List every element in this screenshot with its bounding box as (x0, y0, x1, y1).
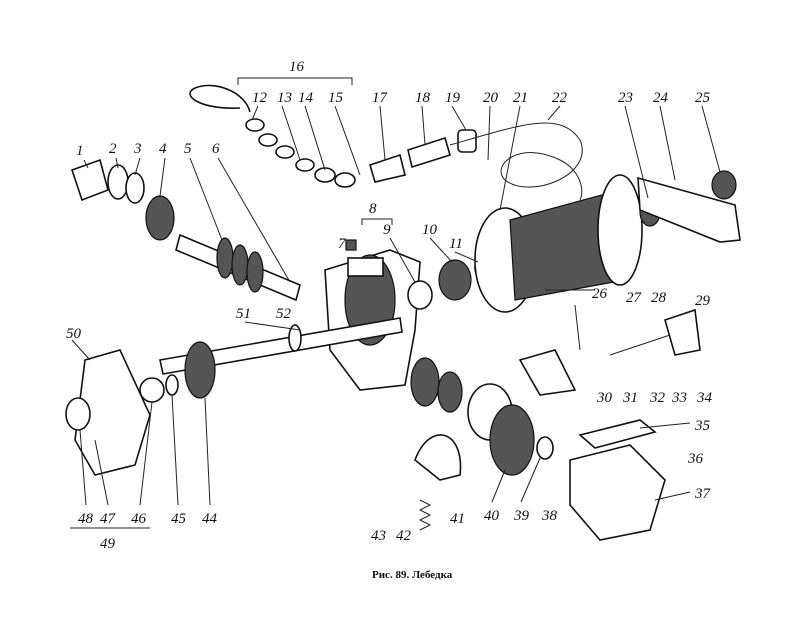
part-drawings (65, 84, 741, 541)
part-label-9: 9 (383, 222, 391, 238)
part-label-26: 26 (592, 286, 608, 302)
part-label-37: 37 (694, 486, 712, 502)
part-label-7: 7 (338, 236, 347, 252)
drum-flange-right (597, 174, 643, 286)
part-label-14: 14 (298, 90, 314, 106)
part-label-25: 25 (695, 90, 711, 106)
part-label-28: 28 (651, 290, 667, 306)
gear-44 (184, 341, 216, 399)
spring-41 (418, 499, 432, 531)
bearing-4 (145, 195, 175, 241)
bracket-24 (637, 176, 741, 243)
plate-35 (578, 419, 657, 449)
part-label-41: 41 (450, 511, 465, 527)
part-label-27: 27 (626, 290, 643, 306)
gasket-2 (107, 164, 129, 200)
part-label-2: 2 (109, 141, 117, 157)
part-label-40: 40 (484, 508, 500, 524)
part-label-52: 52 (276, 306, 292, 322)
part-label-11: 11 (449, 236, 463, 252)
part-label-39: 39 (513, 508, 530, 524)
part-label-30: 30 (596, 390, 613, 406)
bushing-46 (139, 377, 165, 403)
clamp-19 (457, 129, 477, 153)
lever-31 (518, 349, 577, 396)
part-label-4: 4 (159, 141, 167, 157)
part-label-1: 1 (76, 143, 84, 159)
part-label-29: 29 (695, 293, 711, 309)
worm-thread (216, 237, 264, 293)
part-label-10: 10 (422, 222, 438, 238)
leader-lines (71, 105, 721, 506)
part-label-47: 47 (100, 511, 117, 527)
part-label-20: 20 (483, 90, 499, 106)
brake-housing-37 (569, 444, 666, 541)
part-label-19: 19 (445, 90, 461, 106)
part-label-22: 22 (552, 90, 568, 106)
part-label-48: 48 (78, 511, 94, 527)
part-label-32: 32 (649, 390, 666, 406)
cap-48 (65, 397, 91, 431)
figure-caption: Рис. 89. Лебедка (372, 569, 453, 581)
seal-3 (125, 172, 145, 204)
part-label-6: 6 (212, 141, 220, 157)
part-label-43: 43 (371, 528, 386, 544)
disk-39 (536, 436, 554, 460)
bracket-34 (664, 308, 701, 356)
part-label-36: 36 (687, 451, 704, 467)
part-label-5: 5 (184, 141, 192, 157)
part-label-50: 50 (66, 326, 82, 342)
shaft-51 (159, 317, 403, 375)
brake-band-43 (414, 434, 462, 481)
spring-28 (609, 334, 671, 356)
part-label-23: 23 (618, 90, 633, 106)
part-label-45: 45 (171, 511, 187, 527)
part-label-46: 46 (131, 511, 147, 527)
part-label-44: 44 (202, 511, 218, 527)
part-label-12: 12 (252, 90, 268, 106)
hook (189, 84, 251, 113)
bearing-10 (438, 259, 472, 301)
part-label-8: 8 (369, 201, 377, 217)
part-label-17: 17 (372, 90, 389, 106)
spring-18 (407, 136, 451, 169)
cover-50 (74, 349, 151, 476)
part-label-16: 16 (289, 59, 305, 75)
part-label-38: 38 (541, 508, 558, 524)
part-label-49: 49 (100, 536, 116, 552)
ring-52 (288, 324, 302, 352)
part-label-42: 42 (396, 528, 412, 544)
part-label-21: 21 (513, 90, 528, 106)
brake-drum-40 (489, 404, 535, 476)
wire-rope (449, 122, 583, 201)
group-brackets (70, 77, 393, 529)
rope-thimble (369, 153, 406, 183)
bearing (410, 357, 440, 407)
washer-45 (165, 374, 179, 396)
part-label-51: 51 (236, 306, 251, 322)
part-label-13: 13 (277, 90, 292, 106)
part-label-33: 33 (671, 390, 687, 406)
bushing-9 (407, 280, 433, 310)
part-label-35: 35 (694, 418, 711, 434)
part-label-24: 24 (653, 90, 669, 106)
cover-1 (70, 158, 109, 202)
bolt-27 (574, 304, 581, 351)
plug-7 (345, 239, 357, 251)
part-label-31: 31 (622, 390, 638, 406)
part-label-3: 3 (133, 141, 142, 157)
part-label-34: 34 (696, 390, 713, 406)
part-label-15: 15 (328, 90, 344, 106)
bearing-25 (711, 170, 737, 200)
part-label-18: 18 (415, 90, 431, 106)
chain (245, 118, 356, 188)
bearing-2 (437, 371, 463, 413)
